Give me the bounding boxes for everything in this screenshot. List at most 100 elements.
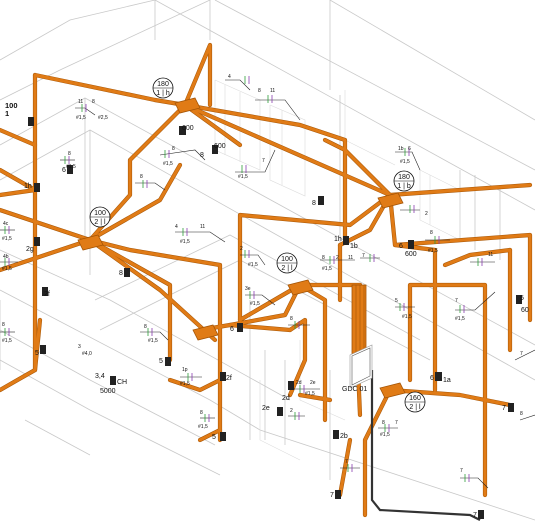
svg-text:2e: 2e bbox=[310, 380, 316, 386]
label-600: 600 bbox=[182, 125, 194, 132]
outlet-box bbox=[335, 490, 341, 499]
label-2d: 2d bbox=[282, 395, 290, 402]
outlet-box bbox=[212, 145, 218, 154]
svg-text:8: 8 bbox=[144, 324, 147, 330]
svg-text:8: 8 bbox=[382, 420, 385, 426]
junction-plate bbox=[192, 324, 219, 341]
label-600: 600 bbox=[214, 143, 226, 150]
svg-text:7: 7 bbox=[345, 459, 348, 465]
svg-text:4c: 4c bbox=[3, 221, 9, 227]
label-5: 5 bbox=[212, 434, 216, 441]
svg-text:8: 8 bbox=[258, 88, 261, 94]
label-60: 60 bbox=[521, 307, 529, 314]
junction-plate bbox=[377, 192, 404, 209]
svg-text:#1,5: #1,5 bbox=[2, 338, 12, 344]
outlet-box bbox=[237, 323, 243, 332]
label-1b: 1b bbox=[350, 243, 358, 250]
svg-text:#1,5: #1,5 bbox=[198, 424, 208, 430]
label-2f: 2f bbox=[226, 375, 232, 382]
outlet-box bbox=[333, 430, 339, 439]
conduit-network bbox=[0, 42, 533, 518]
wire-annotations: 11 8 #1,5 #2,5 8 #1,5 #1,5 7 4 8 11 1b 6… bbox=[2, 74, 523, 474]
outlet-box bbox=[28, 117, 34, 126]
svg-text:#2,5: #2,5 bbox=[98, 115, 108, 121]
svg-text:3: 3 bbox=[78, 344, 81, 350]
label-5: 5 bbox=[159, 358, 163, 365]
devices bbox=[28, 117, 522, 519]
label-gdc: GDC 01 bbox=[342, 386, 367, 393]
svg-text:1 | h: 1 | h bbox=[156, 90, 170, 97]
svg-text:#1,5: #1,5 bbox=[428, 248, 438, 254]
junction-plate bbox=[77, 234, 104, 251]
ground-conduit bbox=[370, 370, 481, 521]
svg-text:5: 5 bbox=[395, 298, 398, 304]
label-2e: 2e bbox=[262, 405, 270, 412]
svg-text:11: 11 bbox=[78, 99, 83, 105]
svg-text:7: 7 bbox=[455, 298, 458, 304]
outlet-box bbox=[40, 345, 46, 354]
svg-text:#1,5: #1,5 bbox=[250, 301, 260, 307]
label-8: 8 bbox=[200, 152, 204, 159]
outlet-box bbox=[318, 196, 324, 205]
outlet-box bbox=[124, 268, 130, 277]
svg-text:#1,5: #1,5 bbox=[305, 391, 315, 397]
svg-text:11: 11 bbox=[488, 252, 493, 258]
svg-text:#1,5: #1,5 bbox=[402, 314, 412, 320]
label-8: 8 bbox=[312, 200, 316, 207]
svg-text:#1,5: #1,5 bbox=[163, 161, 173, 167]
outlet-box bbox=[220, 432, 226, 441]
label-ch: CH bbox=[117, 379, 127, 386]
svg-text:2: 2 bbox=[425, 211, 428, 217]
svg-text:7: 7 bbox=[395, 420, 398, 426]
junction-plate bbox=[287, 279, 314, 296]
svg-text:7: 7 bbox=[262, 158, 265, 164]
svg-text:#1,5: #1,5 bbox=[76, 115, 86, 121]
svg-text:#1,5: #1,5 bbox=[322, 266, 332, 272]
svg-text:#1,5: #1,5 bbox=[238, 174, 248, 180]
label-5: 5 bbox=[35, 350, 39, 357]
outlet-box bbox=[343, 236, 349, 245]
callout-180-1h: 180 1 | h bbox=[152, 77, 174, 99]
svg-text:#1,5: #1,5 bbox=[248, 262, 258, 268]
svg-text:4: 4 bbox=[228, 74, 231, 80]
label-7: 7 bbox=[473, 512, 477, 519]
label-600: 600 bbox=[405, 251, 417, 258]
svg-text:1p: 1p bbox=[182, 367, 188, 373]
svg-text:2: 2 bbox=[336, 255, 339, 261]
wire-tick-marks bbox=[4, 76, 483, 482]
outlet-box bbox=[34, 183, 40, 192]
label-3-4: 3,4 bbox=[95, 373, 105, 380]
svg-text:11: 11 bbox=[270, 88, 275, 94]
svg-text:8: 8 bbox=[322, 255, 325, 261]
svg-text:#1,5: #1,5 bbox=[2, 266, 12, 272]
svg-text:#1,5: #1,5 bbox=[455, 316, 465, 322]
svg-text:8: 8 bbox=[172, 146, 175, 152]
svg-text:1 | b: 1 | b bbox=[397, 183, 411, 190]
svg-text:#4,0: #4,0 bbox=[82, 351, 92, 357]
label-8: 8 bbox=[119, 270, 123, 277]
label-2g: 2g bbox=[26, 246, 34, 253]
svg-text:6: 6 bbox=[408, 146, 411, 152]
svg-text:8: 8 bbox=[200, 410, 203, 416]
outlet-box bbox=[220, 372, 226, 381]
svg-text:7: 7 bbox=[460, 468, 463, 474]
outlet-box bbox=[516, 295, 522, 304]
riser-bundle bbox=[351, 284, 367, 356]
svg-text:2 | l: 2 | l bbox=[281, 265, 293, 272]
outlet-box bbox=[408, 240, 414, 249]
label-1h: 1h bbox=[24, 183, 32, 190]
svg-text:#1,5: #1,5 bbox=[180, 381, 190, 387]
callout-100-2b: 100 2 | l bbox=[276, 252, 298, 274]
svg-text:180: 180 bbox=[157, 81, 169, 88]
svg-text:3e: 3e bbox=[245, 286, 251, 292]
outlet-box bbox=[42, 287, 48, 296]
svg-text:8: 8 bbox=[290, 316, 293, 322]
outlet-box bbox=[110, 376, 116, 385]
svg-text:2d: 2d bbox=[296, 380, 302, 386]
label-6: 6 bbox=[399, 243, 403, 250]
svg-text:8: 8 bbox=[2, 322, 5, 328]
svg-text:7: 7 bbox=[362, 253, 365, 259]
outlet-box bbox=[288, 381, 294, 390]
callout-180-1b: 180 1 | b bbox=[393, 170, 415, 192]
